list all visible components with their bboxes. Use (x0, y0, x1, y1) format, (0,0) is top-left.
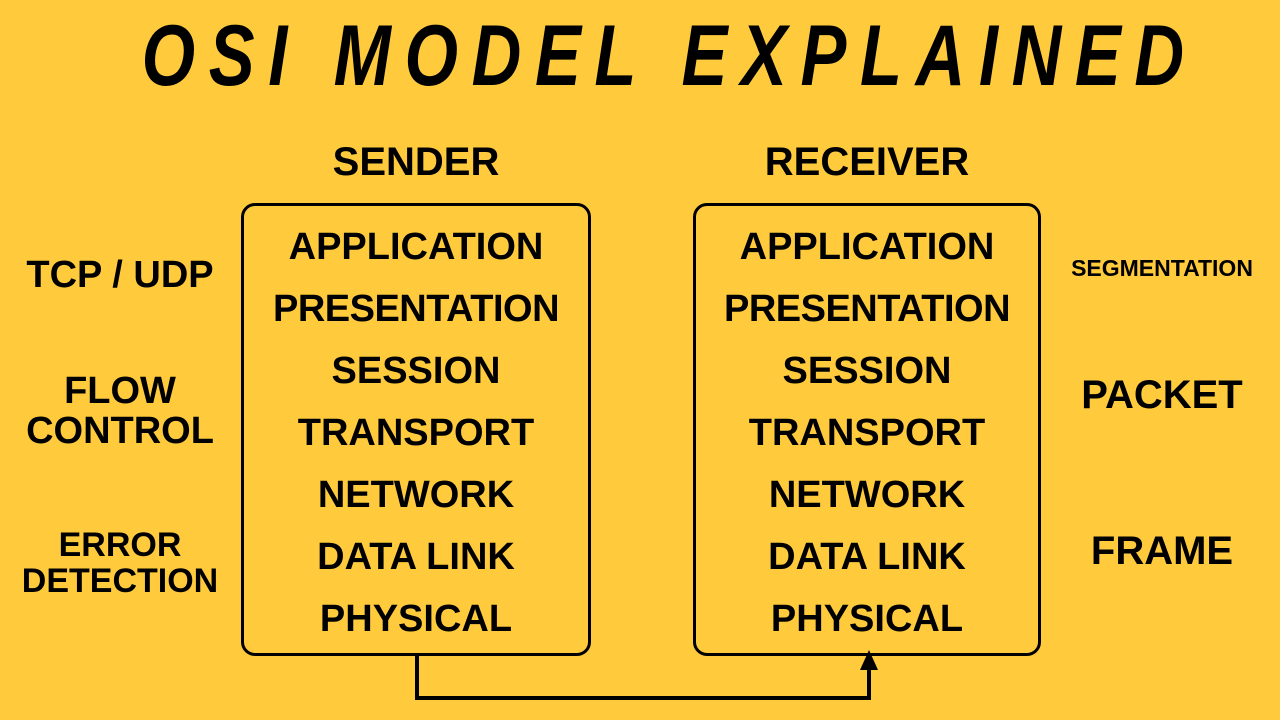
annotation-line: TCP / UDP (26, 254, 214, 296)
layer-physical: PHYSICAL (319, 598, 513, 640)
annotation-line: ERROR (58, 526, 182, 564)
annotation-flow-control: FLOW CONTROL (0, 370, 240, 452)
annotation-line: PACKET (1081, 373, 1243, 417)
annotation-line: SEGMENTATION (1071, 255, 1253, 281)
annotation-line: DETECTION (21, 561, 219, 600)
layer-network: NETWORK (317, 474, 515, 516)
layer-data-link: DATA LINK (768, 536, 966, 578)
annotation-segmentation: SEGMENTATION (1044, 256, 1280, 280)
sender-to-receiver-connector-arrow (415, 650, 878, 700)
annotation-error-detection: ERROR DETECTION (0, 526, 240, 600)
annotation-packet: PACKET (1044, 374, 1280, 416)
annotation-line: FLOW (64, 370, 176, 412)
annotation-line: CONTROL (26, 409, 214, 452)
annotation-line: FRAME (1090, 529, 1234, 573)
layer-transport: TRANSPORT (297, 412, 535, 454)
receiver-layer-stack: APPLICATION PRESENTATION SESSION TRANSPO… (693, 203, 1041, 656)
annotation-tcp-udp: TCP / UDP (0, 254, 240, 296)
layer-application: APPLICATION (739, 226, 995, 268)
sender-layer-list: APPLICATION PRESENTATION SESSION TRANSPO… (238, 216, 594, 650)
receiver-column-header: RECEIVER (764, 140, 970, 184)
layer-physical: PHYSICAL (770, 598, 964, 640)
connector-path (415, 656, 871, 700)
annotation-frame: FRAME (1044, 530, 1280, 572)
sender-column-header: SENDER (332, 140, 500, 184)
layer-presentation: PRESENTATION (723, 288, 1011, 330)
layer-application: APPLICATION (288, 226, 544, 268)
layer-transport: TRANSPORT (748, 412, 986, 454)
receiver-layer-list: APPLICATION PRESENTATION SESSION TRANSPO… (690, 216, 1044, 650)
arrowhead-icon (860, 650, 878, 670)
layer-session: SESSION (331, 350, 501, 392)
layer-data-link: DATA LINK (317, 536, 515, 578)
layer-network: NETWORK (768, 474, 966, 516)
layer-session: SESSION (782, 350, 952, 392)
page-title: OSI MODEL EXPLAINED (141, 8, 1198, 104)
sender-layer-stack: APPLICATION PRESENTATION SESSION TRANSPO… (241, 203, 591, 656)
layer-presentation: PRESENTATION (272, 288, 560, 330)
